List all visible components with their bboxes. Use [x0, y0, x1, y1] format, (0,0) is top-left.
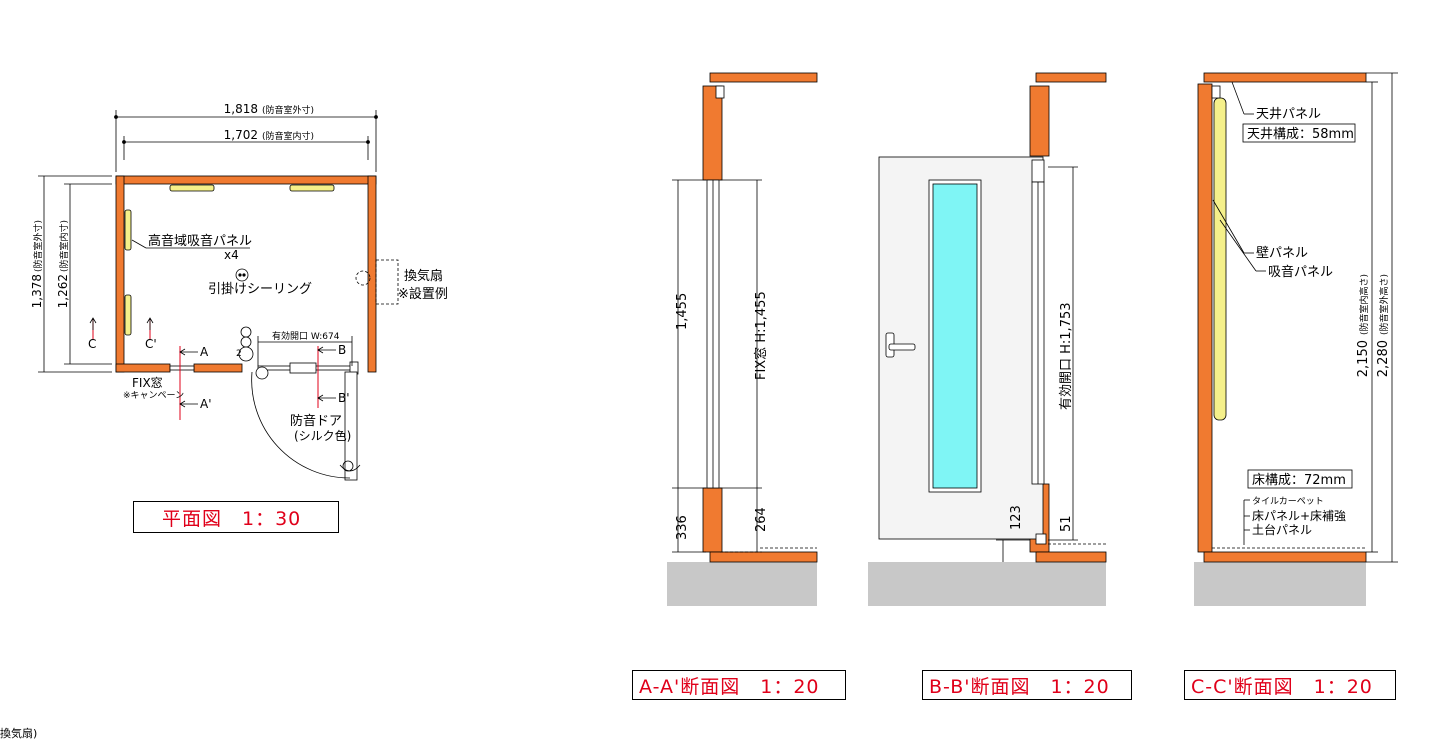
section-b-door-opening-label: 有効開口 H:1,753: [1059, 302, 1074, 410]
door-handle-icon: [885, 332, 916, 358]
section-c-floor-spec: 床構成：72mm: [1252, 473, 1346, 488]
section-c-outer-height-note: (防音室外高さ): [1378, 274, 1390, 335]
plan-fix-window-note: ※キャンペーン: [123, 391, 184, 401]
section-c-ground: [1194, 562, 1366, 606]
section-c-inner-height-note: (防音室内高さ): [1358, 274, 1370, 335]
plan-door-opening-label: 有効開口 W:674: [272, 330, 340, 342]
plan-outlet: [238, 326, 269, 380]
section-c-leaders: [1212, 81, 1266, 545]
footer-note: 換気扇): [0, 727, 38, 740]
plan-outer-width: 1,818: [224, 102, 258, 116]
plan-walls: [115, 175, 377, 373]
plan-vent-fan-note: ※設置例: [398, 286, 448, 302]
section-a-base-height: 336: [675, 515, 690, 540]
plan-section-c-prime: C': [145, 337, 157, 351]
section-b-ground: [868, 562, 1106, 606]
plan-outer-depth-note: (防音室外寸): [32, 220, 44, 272]
plan-vent-fan-label: 換気扇: [404, 268, 443, 284]
section-a-sill-height: 264: [754, 507, 769, 532]
plan-hf-panel-label: 高音域吸音パネル: [148, 233, 252, 249]
section-c-inner-height: 2,150: [1356, 340, 1371, 377]
plan-outlet-count: 2: [236, 349, 242, 359]
section-c-floor-panel-label: 床パネル+床補強: [1252, 509, 1346, 523]
section-c-absorb-panel-label: 吸音パネル: [1268, 264, 1333, 280]
plan-fix-window-label: FIX窓: [132, 375, 163, 390]
section-c-outer-height: 2,280: [1376, 340, 1391, 377]
section-b-dim-123: 123: [1009, 505, 1024, 530]
section-c-ceiling-spec-box: [1242, 123, 1356, 143]
section-b-caption: B-B'断面図 1：20: [922, 670, 1132, 700]
section-a-dimensions: [672, 179, 817, 553]
plan-fix-window: [169, 365, 195, 371]
plan-outer-depth: 1,378: [30, 274, 44, 308]
section-c-base-panel-label: 土台パネル: [1252, 522, 1312, 537]
plan-panel-leader: [131, 239, 250, 249]
section-a-view: 1,455 FIX窓 H:1,455 336 264: [667, 72, 818, 606]
plan-door-track: [257, 361, 359, 375]
plan-ceiling-hook-label: 引掛けシーリング: [208, 282, 312, 297]
section-a-window: [706, 85, 725, 489]
section-c-floor-spec-box: [1247, 469, 1353, 489]
section-b-view: 有効開口 H:1,753 123 51: [868, 72, 1107, 606]
section-a-caption: A-A'断面図 1：20: [632, 670, 846, 700]
plan-section-b: B: [338, 343, 346, 357]
section-a-walls: [702, 72, 818, 563]
vent-fan-icon: [355, 259, 399, 305]
section-c-caption: C-C'断面図 1：20: [1184, 670, 1396, 700]
plan-outer-width-dimension: [114, 110, 378, 172]
plan-inner-width-note: (防音室内寸): [262, 130, 314, 142]
plan-section-arrows: [89, 317, 336, 408]
section-c-panel: [1211, 85, 1366, 549]
plan-view: 1,818 (防音室外寸) 1,702 (防音室内寸) 1,378 (防音室外寸…: [30, 102, 448, 481]
section-c-ceiling-spec: 天井構成：58mm: [1247, 127, 1354, 142]
plan-door-opening-dimension: [257, 336, 353, 366]
section-a-total-height: 1,455: [675, 293, 690, 330]
section-b-dim-51: 51: [1059, 515, 1074, 532]
plan-outer-width-note: (防音室外寸): [262, 104, 314, 116]
plan-inner-width: 1,702: [224, 128, 258, 142]
section-a-ground: [667, 562, 817, 606]
section-c-view: 天井パネル 天井構成：58mm 壁パネル 吸音パネル 床構成：72mm タイルカ…: [1194, 72, 1398, 606]
plan-depth-dimensions: [38, 175, 112, 373]
plan-inner-depth: 1,262: [56, 274, 70, 308]
ceiling-hook-icon: [235, 268, 249, 282]
plan-hf-panel-qty: x4: [224, 248, 239, 262]
plan-section-a: A: [200, 345, 209, 359]
plan-door-label: 防音ドア: [290, 413, 342, 429]
plan-section-b-prime: B': [338, 391, 350, 405]
section-a-fix-window-label: FIX窓 H:1,455: [753, 291, 769, 380]
plan-inner-depth-note: (防音室内寸): [58, 220, 70, 272]
plan-section-c: C: [88, 337, 96, 351]
section-c-walls: [1197, 72, 1367, 563]
section-c-tile-carpet-label: タイルカーペット: [1252, 496, 1324, 507]
plan-inner-width-dimension: [122, 136, 370, 160]
plan-door-color-note: (シルク色): [294, 429, 351, 443]
section-b-dimensions: [996, 166, 1106, 562]
plan-door: [251, 371, 361, 481]
section-c-dimensions: [1366, 72, 1398, 563]
section-b-door: [878, 156, 1047, 545]
plan-section-a-prime: A': [200, 397, 212, 411]
plan-caption: 平面図 1：30: [133, 501, 339, 533]
section-c-ceiling-panel-label: 天井パネル: [1256, 107, 1321, 122]
plan-panels: [124, 184, 335, 336]
section-c-wall-panel-label: 壁パネル: [1256, 246, 1308, 261]
